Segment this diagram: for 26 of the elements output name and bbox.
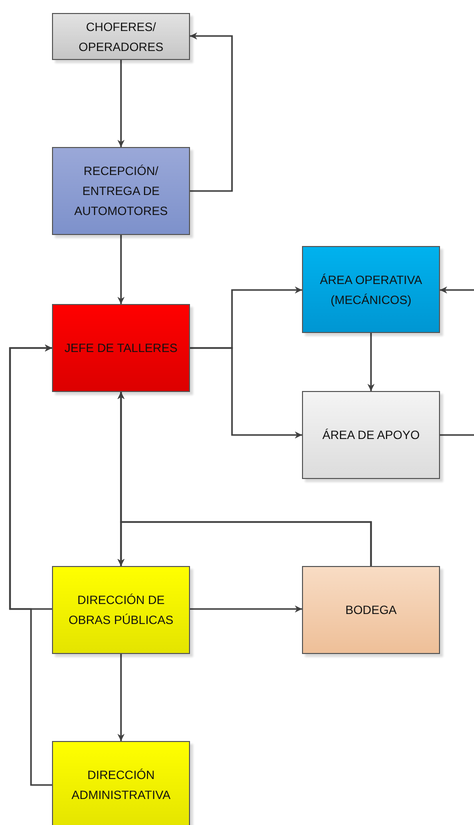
box-label: RECEPCIÓN/ ENTREGA DE AUTOMOTORES bbox=[73, 163, 169, 220]
process-box bbox=[302, 391, 440, 479]
box-label: DIRECCIÓN ADMINISTRATIVA bbox=[70, 767, 172, 804]
box-label: JEFE DE TALLERES bbox=[64, 340, 178, 357]
box-label: CHOFERES/ OPERADORES bbox=[78, 18, 164, 56]
box-label: ÁREA DE APOYO bbox=[321, 427, 421, 444]
process-box bbox=[302, 566, 440, 654]
arrow bbox=[190, 347, 302, 439]
box-label: ÁREA OPERATIVA (MECÁNICOS) bbox=[318, 272, 424, 308]
box-label: DIRECCIÓN DE OBRAS PÚBLICAS bbox=[68, 592, 174, 629]
arrow bbox=[117, 654, 125, 741]
process-box bbox=[302, 246, 440, 333]
process-box bbox=[52, 741, 190, 825]
process-box bbox=[52, 566, 190, 654]
process-box bbox=[52, 304, 190, 392]
process-box bbox=[52, 13, 190, 60]
arrow bbox=[367, 333, 375, 391]
arrow bbox=[9, 344, 52, 786]
arrow bbox=[190, 605, 302, 613]
box-label: BODEGA bbox=[344, 602, 398, 619]
arrow bbox=[440, 286, 474, 436]
arrow bbox=[117, 235, 125, 304]
process-box bbox=[52, 147, 190, 235]
arrow bbox=[190, 32, 233, 192]
arrow bbox=[117, 521, 372, 566]
arrow bbox=[117, 60, 125, 147]
